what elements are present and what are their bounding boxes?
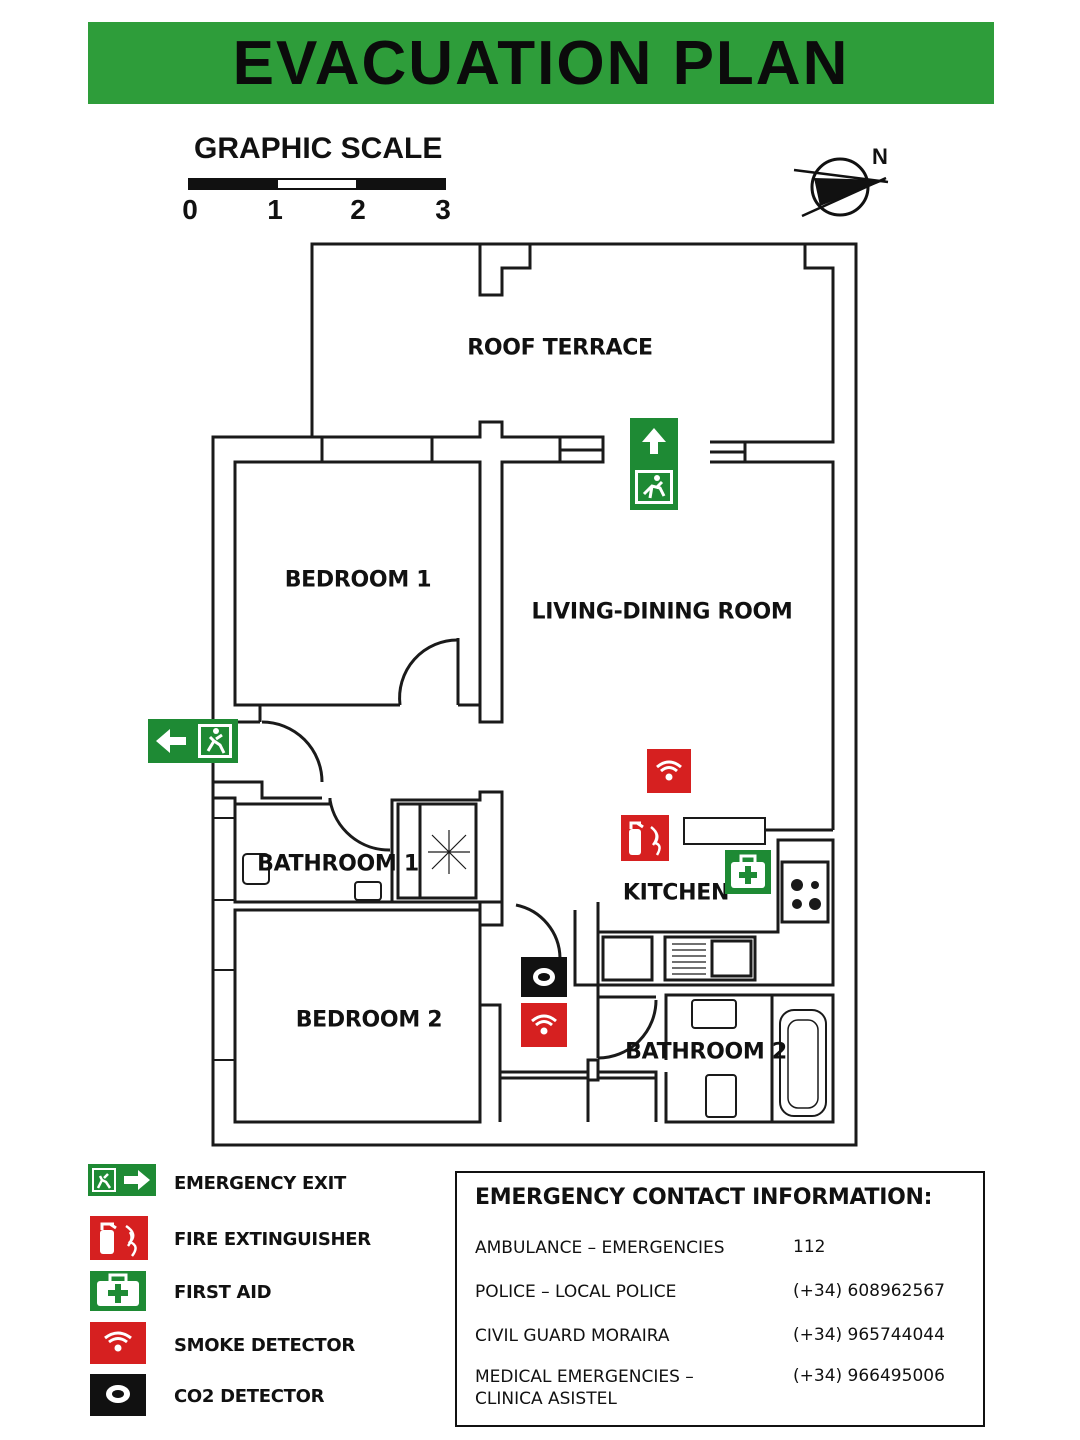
legend-label: FIRST AID — [174, 1282, 272, 1303]
room-label-kitchen: KITCHEN — [622, 880, 730, 906]
first-aid-icon — [90, 1271, 146, 1311]
contact-phone: (+34) 965744044 — [793, 1325, 945, 1345]
room-label-bedroom-2: BEDROOM 2 — [295, 1007, 443, 1033]
north-label: N — [872, 144, 888, 169]
room-label-bathroom-2: BATHROOM 2 — [625, 1039, 787, 1065]
terrace-column — [478, 244, 532, 297]
north-arrow-icon — [793, 157, 889, 218]
scale-tick: 2 — [350, 194, 366, 225]
contact-phone: (+34) 608962567 — [793, 1281, 945, 1301]
room-label-bathroom-1: BATHROOM 1 — [257, 851, 419, 877]
scale-bar-segment — [358, 178, 446, 190]
scale-title: GRAPHIC SCALE — [194, 132, 443, 165]
fire-extinguisher-icon — [621, 815, 669, 861]
smoke-detector-icon — [90, 1322, 146, 1364]
scale-bar-segment — [276, 178, 358, 190]
room-label-roof-terrace: ROOF TERRACE — [467, 335, 653, 361]
legend-label: CO2 DETECTOR — [174, 1386, 325, 1407]
co2-detector-icon — [90, 1374, 146, 1416]
room-label-bedroom-1: BEDROOM 1 — [284, 567, 432, 593]
contact-name: AMBULANCE – EMERGENCIES — [475, 1238, 725, 1258]
co2-detector-icon — [521, 957, 567, 997]
legend-label: FIRE EXTINGUISHER — [174, 1229, 371, 1250]
emergency-exit-icon — [630, 418, 678, 510]
scale-tick: 0 — [182, 194, 198, 225]
smoke-detector-icon — [521, 1003, 567, 1047]
scale-bar-segment — [188, 178, 276, 190]
fire-extinguisher-icon — [90, 1216, 148, 1260]
scale-tick: 3 — [435, 194, 451, 225]
contact-title: EMERGENCY CONTACT INFORMATION: — [475, 1185, 933, 1210]
smoke-detector-icon — [647, 749, 691, 793]
page-title: EVACUATION PLAN — [232, 28, 850, 98]
contact-name: CIVIL GUARD MORAIRA — [475, 1326, 670, 1346]
room-label-living-dining: LIVING-DINING ROOM — [531, 599, 793, 625]
emergency-exit-icon — [88, 1164, 156, 1196]
contact-name: POLICE – LOCAL POLICE — [475, 1282, 677, 1302]
emergency-contact-panel: EMERGENCY CONTACT INFORMATION: AMBULANCE… — [455, 1171, 985, 1427]
title-banner: EVACUATION PLAN — [88, 22, 994, 104]
legend-label: SMOKE DETECTOR — [174, 1335, 355, 1356]
contact-phone: 112 — [793, 1237, 826, 1257]
emergency-exit-icon — [148, 719, 238, 763]
first-aid-icon — [725, 850, 771, 894]
contact-name: MEDICAL EMERGENCIES – CLINICA ASISTEL — [475, 1367, 694, 1409]
scale-tick: 1 — [267, 194, 283, 225]
legend-label: EMERGENCY EXIT — [174, 1173, 346, 1194]
contact-phone: (+34) 966495006 — [793, 1366, 945, 1386]
